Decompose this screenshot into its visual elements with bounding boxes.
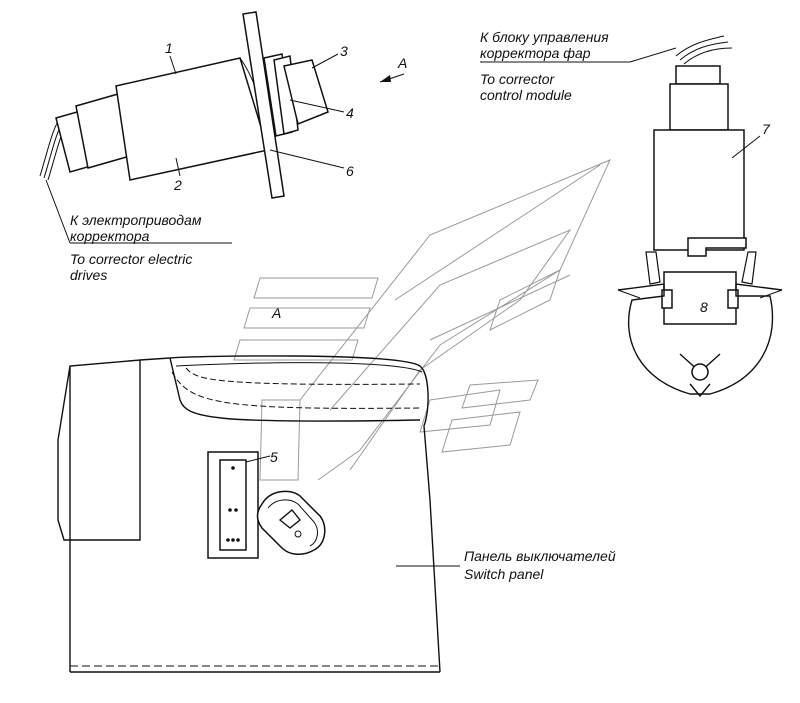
corrector-actuator xyxy=(39,11,329,199)
drives-en-line1: To corrector electric xyxy=(70,251,192,267)
view-arrow-label: A xyxy=(397,55,407,71)
leader-1 xyxy=(169,55,177,75)
leader-7 xyxy=(731,135,761,159)
module-en-line2: control module xyxy=(480,87,572,103)
callout-1: 1 xyxy=(165,40,173,56)
panel-ru: Панель выключателей xyxy=(464,548,616,564)
callout-5: 5 xyxy=(270,449,278,465)
module-ru-line2: корректора фар xyxy=(480,45,591,61)
leader-4 xyxy=(289,99,345,113)
leader-5 xyxy=(245,455,271,463)
leader-6 xyxy=(269,149,345,169)
module-en-line1: To corrector xyxy=(480,71,556,87)
dashboard-panel xyxy=(57,355,441,673)
panel-en: Switch panel xyxy=(464,566,544,582)
module-ru-line1: К блоку управления xyxy=(480,29,609,45)
drives-ru-line1: К электроприводам xyxy=(70,212,202,228)
watermark-logo xyxy=(233,159,611,481)
callout-2: 2 xyxy=(173,177,182,193)
callout-7: 7 xyxy=(762,121,771,137)
leader-drives xyxy=(45,179,71,244)
view-arrow xyxy=(379,73,405,83)
watermark-letter: A xyxy=(271,305,281,321)
headlamp-corrector-switch xyxy=(617,35,783,398)
leader-module xyxy=(629,47,677,63)
drives-en-line2: drives xyxy=(70,267,107,283)
callout-8: 8 xyxy=(700,299,708,315)
callout-3: 3 xyxy=(340,43,348,59)
callout-6: 6 xyxy=(346,163,354,179)
leader-2 xyxy=(175,157,181,177)
callout-4: 4 xyxy=(346,105,354,121)
drives-ru-line2: корректора xyxy=(70,228,150,244)
leader-3 xyxy=(311,53,339,69)
